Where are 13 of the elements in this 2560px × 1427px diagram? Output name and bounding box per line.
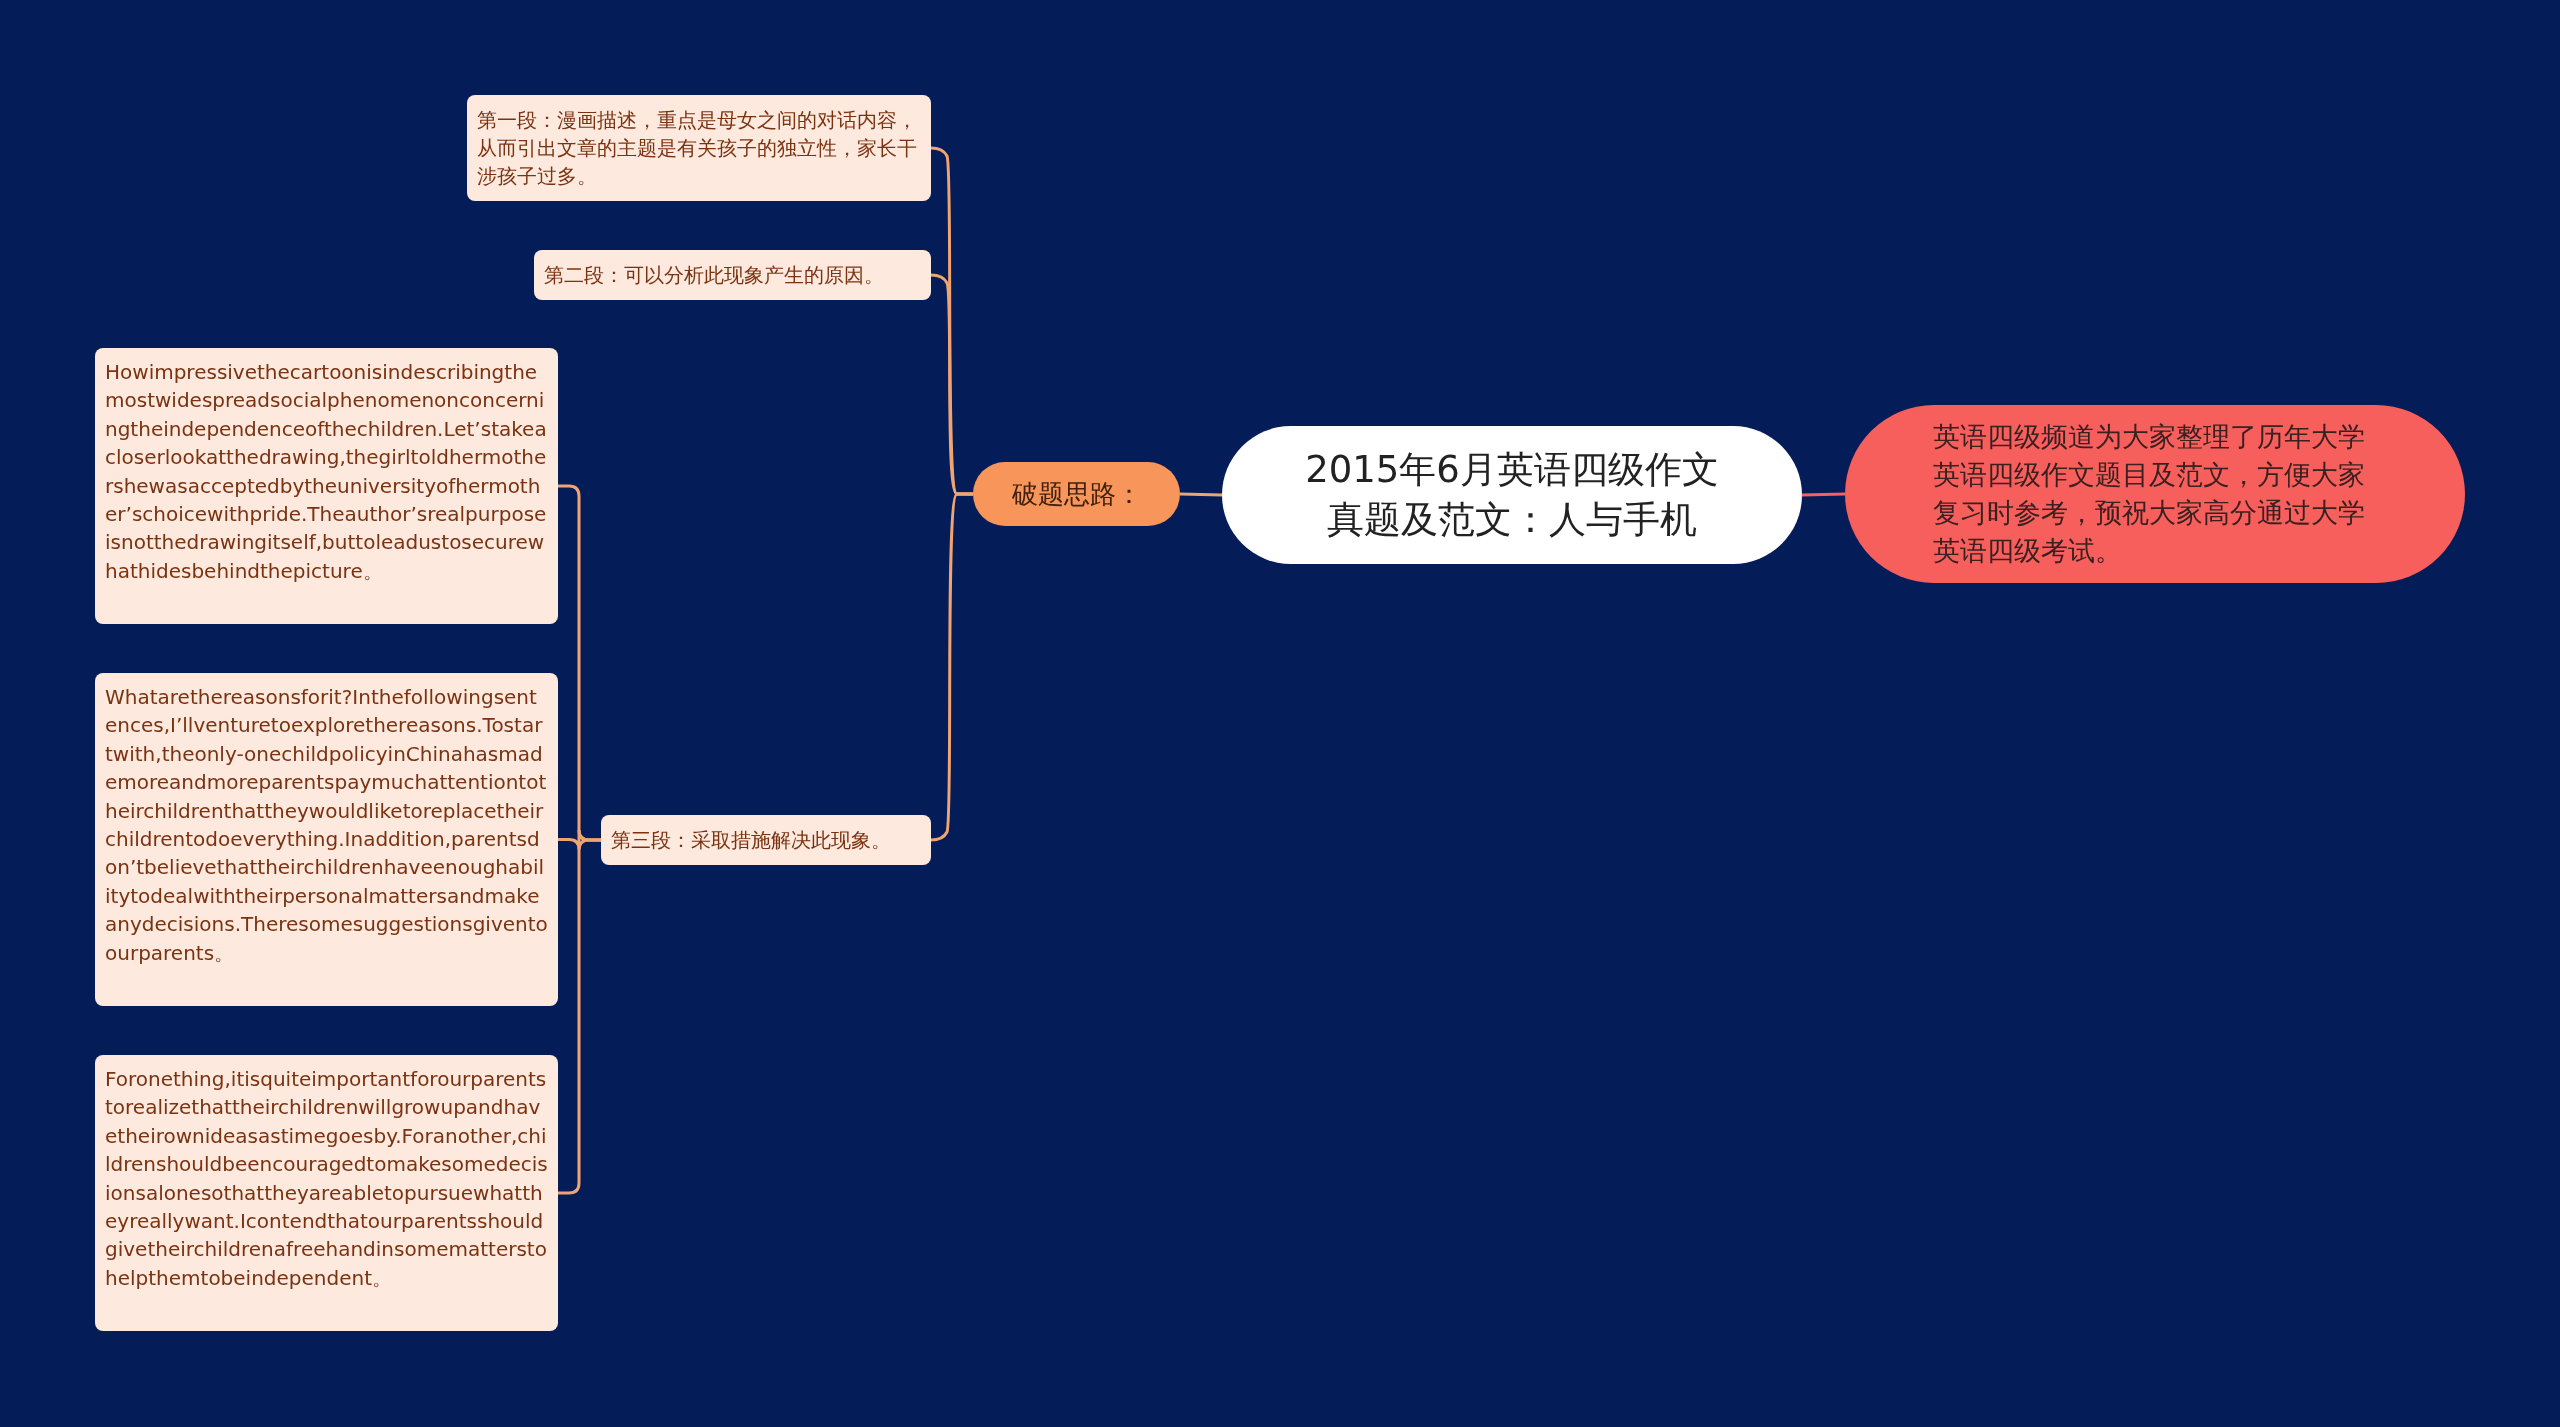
paragraph-box: 第二段：可以分析此现象产生的原因。 [534, 250, 931, 300]
connector-line [558, 838, 601, 1195]
connector-line [930, 492, 973, 842]
connector-line [1179, 492, 1223, 497]
summary-box: 英语四级频道为大家整理了历年大学英语四级作文题目及范文，方便大家复习时参考，预祝大家高分通过大学英语四级考试。 [1845, 405, 2465, 583]
connector-line [1801, 492, 1846, 497]
branch-box: 破题思路： [973, 462, 1180, 526]
paragraph-box: 第一段：漫画描述，重点是母女之间的对话内容，从而引出文章的主题是有关孩子的独立性，家长干涉孩子过多。 [467, 95, 931, 201]
essay-box: Howimpressivethecartoonisindescribingthemostwidespreadsocialphenomenonconcerningtheindependenceofthechildren.Let’stakeacloserlookatthedrawing,thegirltoldhermothershewasacceptedbytheuniversityofhermother’schoicewithpride.Theauthor’srealpurposeisnotthedrawingitself,buttoleadustosecurewhathidesbehindthepicture。 [95, 348, 558, 624]
essay-box: Whatarethereasonsforit?Inthefollowingsentences,I’llventuretoexplorethereasons.Tostartwith,theonly-onechildpolicyinChinahasmademoreandmoreparentspaymuchattentiontotheirchildrenthattheywouldliketoreplacetheirchildrentodoeverything.Inaddition,parentsdon’tbelievethattheirchildrenhaveenoughabilitytodealwiththeirpersonalmattersandmakeanydecisions.Theresomesuggestionsgiventoourparents。 [95, 673, 558, 1006]
topic-box: 2015年6月英语四级作文真题及范文：人与手机 [1222, 426, 1802, 564]
paragraph-box: 第三段：采取措施解决此现象。 [601, 815, 931, 865]
essay-box: Foronething,itisquiteimportantforourparentstorealizethattheirchildrenwillgrowupandhavetheirownideasastimegoesby.Foranother,childrenshouldbeencouragedtomakesomedecisionsalonesothattheyareabletopursuewhattheyreallywant.Icontendthatourparentsshouldgivetheirchildrenafreehandinsomematterstohelpthemtobeindependent。 [95, 1055, 558, 1331]
